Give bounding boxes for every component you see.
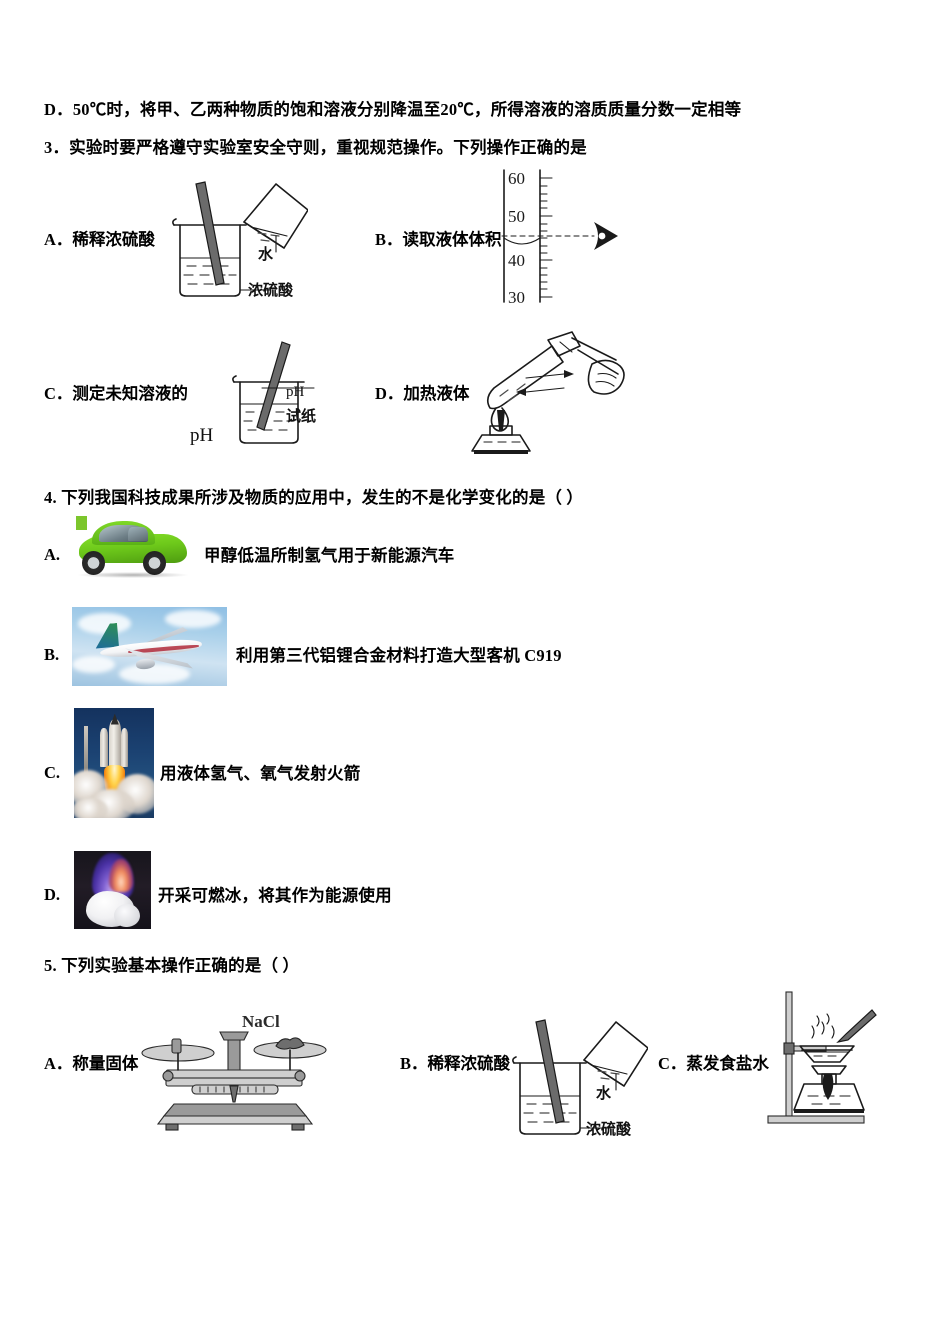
option-text: 加热液体 xyxy=(403,384,470,403)
q3-figure-heating-test-tube xyxy=(468,330,628,455)
question-number: 3． xyxy=(44,138,70,157)
q5-option-b-label: B．稀释浓硫酸 xyxy=(400,1050,510,1074)
option-text: 50℃时，将甲、乙两种物质的饱和溶液分别降温至20℃，所得溶液的溶质质量分数一定… xyxy=(72,100,742,119)
option-letter: B． xyxy=(375,230,403,249)
question-2-option-d: D．50℃时，将甲、乙两种物质的饱和溶液分别降温至20℃，所得溶液的溶质质量分数… xyxy=(44,99,741,120)
option-label: D． xyxy=(44,100,73,119)
q3-figure-label-sulfuric-acid: 浓硫酸 xyxy=(248,283,294,299)
svg-text:60: 60 xyxy=(508,169,525,188)
option-text: 测定未知溶液的 xyxy=(72,384,188,403)
q4-option-c-label: C. xyxy=(44,763,61,782)
option-letter: B． xyxy=(400,1054,428,1073)
option-letter: A． xyxy=(44,230,73,249)
q3-figure-label-ph: pH xyxy=(286,384,305,400)
q3-option-b-label: B．读取液体体积 xyxy=(375,226,502,250)
q3-option-a-label: A．稀释浓硫酸 xyxy=(44,226,155,250)
q5-option-c-label: C．蒸发食盐水 xyxy=(658,1050,769,1074)
q3-figure-dilute-sulfuric-acid xyxy=(158,178,308,303)
question-3-stem: 3．实验时要严格遵守实验室安全守则，重视规范操作。下列操作正确的是 xyxy=(44,137,587,158)
q4-option-b-text: 利用第三代铝锂合金材料打造大型客机 C919 xyxy=(236,646,562,665)
option-text: 读取液体体积 xyxy=(402,230,502,249)
option-text: 稀释浓硫酸 xyxy=(427,1054,511,1073)
q3-option-c-label: C．测定未知溶液的 xyxy=(44,380,188,404)
q4-option-a-text: 甲醇低温所制氢气用于新能源汽车 xyxy=(204,546,455,565)
q5-figure-evaporating-dish xyxy=(760,988,880,1128)
q4-option-c-image-rocket xyxy=(74,708,154,818)
q4-option-a-image-car xyxy=(72,516,194,579)
option-letter: D． xyxy=(375,384,404,403)
question-stem-text: 实验时要严格遵守实验室安全守则，重视规范操作。下列操作正确的是 xyxy=(69,138,587,157)
option-text: 稀释浓硫酸 xyxy=(72,230,155,249)
question-stem-text: 下列我国科技成果所涉及物质的应用中，发生的不是化学变化的是（ ） xyxy=(61,488,584,507)
option-text: 蒸发食盐水 xyxy=(686,1054,769,1073)
q3-option-d-label: D．加热液体 xyxy=(375,380,469,404)
q4-option-c-text: 用液体氢气、氧气发射火箭 xyxy=(160,764,361,783)
q4-option-d-label: D. xyxy=(44,885,61,904)
question-5-stem: 5. 下列实验基本操作正确的是（ ） xyxy=(44,955,299,976)
q3-figure-label-water: 水 xyxy=(258,247,274,263)
q3-figure-ph-beaker xyxy=(222,340,332,452)
q5-figure-label-sulfuric-acid: 浓硫酸 xyxy=(586,1122,632,1138)
q5-figure-label-water: 水 xyxy=(596,1086,612,1102)
option-letter: A． xyxy=(44,1054,73,1073)
question-4-stem: 4. 下列我国科技成果所涉及物质的应用中，发生的不是化学变化的是（ ） xyxy=(44,487,583,508)
option-text: 称量固体 xyxy=(72,1054,139,1073)
question-stem-text: 下列实验基本操作正确的是（ ） xyxy=(61,956,300,975)
q5-figure-dilute-sulfuric-acid xyxy=(498,1016,648,1141)
q4-option-b-label: B. xyxy=(44,645,60,664)
option-letter: C． xyxy=(658,1054,687,1073)
q3-option-c-ph-suffix: pH xyxy=(190,425,214,446)
question-number: 5. xyxy=(44,956,57,975)
q5-figure-balance-scale: NaCl xyxy=(140,1012,330,1132)
q4-option-a-label: A. xyxy=(44,545,61,564)
q3-figure-label-test-paper: 试纸 xyxy=(286,409,317,425)
svg-text:NaCl: NaCl xyxy=(242,1012,280,1031)
q4-option-d-image-burning-ice xyxy=(74,851,151,929)
svg-text:40: 40 xyxy=(508,251,525,270)
q5-option-a-label: A．称量固体 xyxy=(44,1050,138,1074)
option-letter: C． xyxy=(44,384,73,403)
q4-option-d-text: 开采可燃冰，将其作为能源使用 xyxy=(158,886,392,905)
svg-text:30: 30 xyxy=(508,288,525,307)
question-number: 4. xyxy=(44,488,57,507)
svg-text:50: 50 xyxy=(508,207,525,226)
q3-figure-graduated-cylinder: 60 50 40 30 xyxy=(490,168,620,308)
q4-option-b-image-airplane xyxy=(72,607,227,686)
